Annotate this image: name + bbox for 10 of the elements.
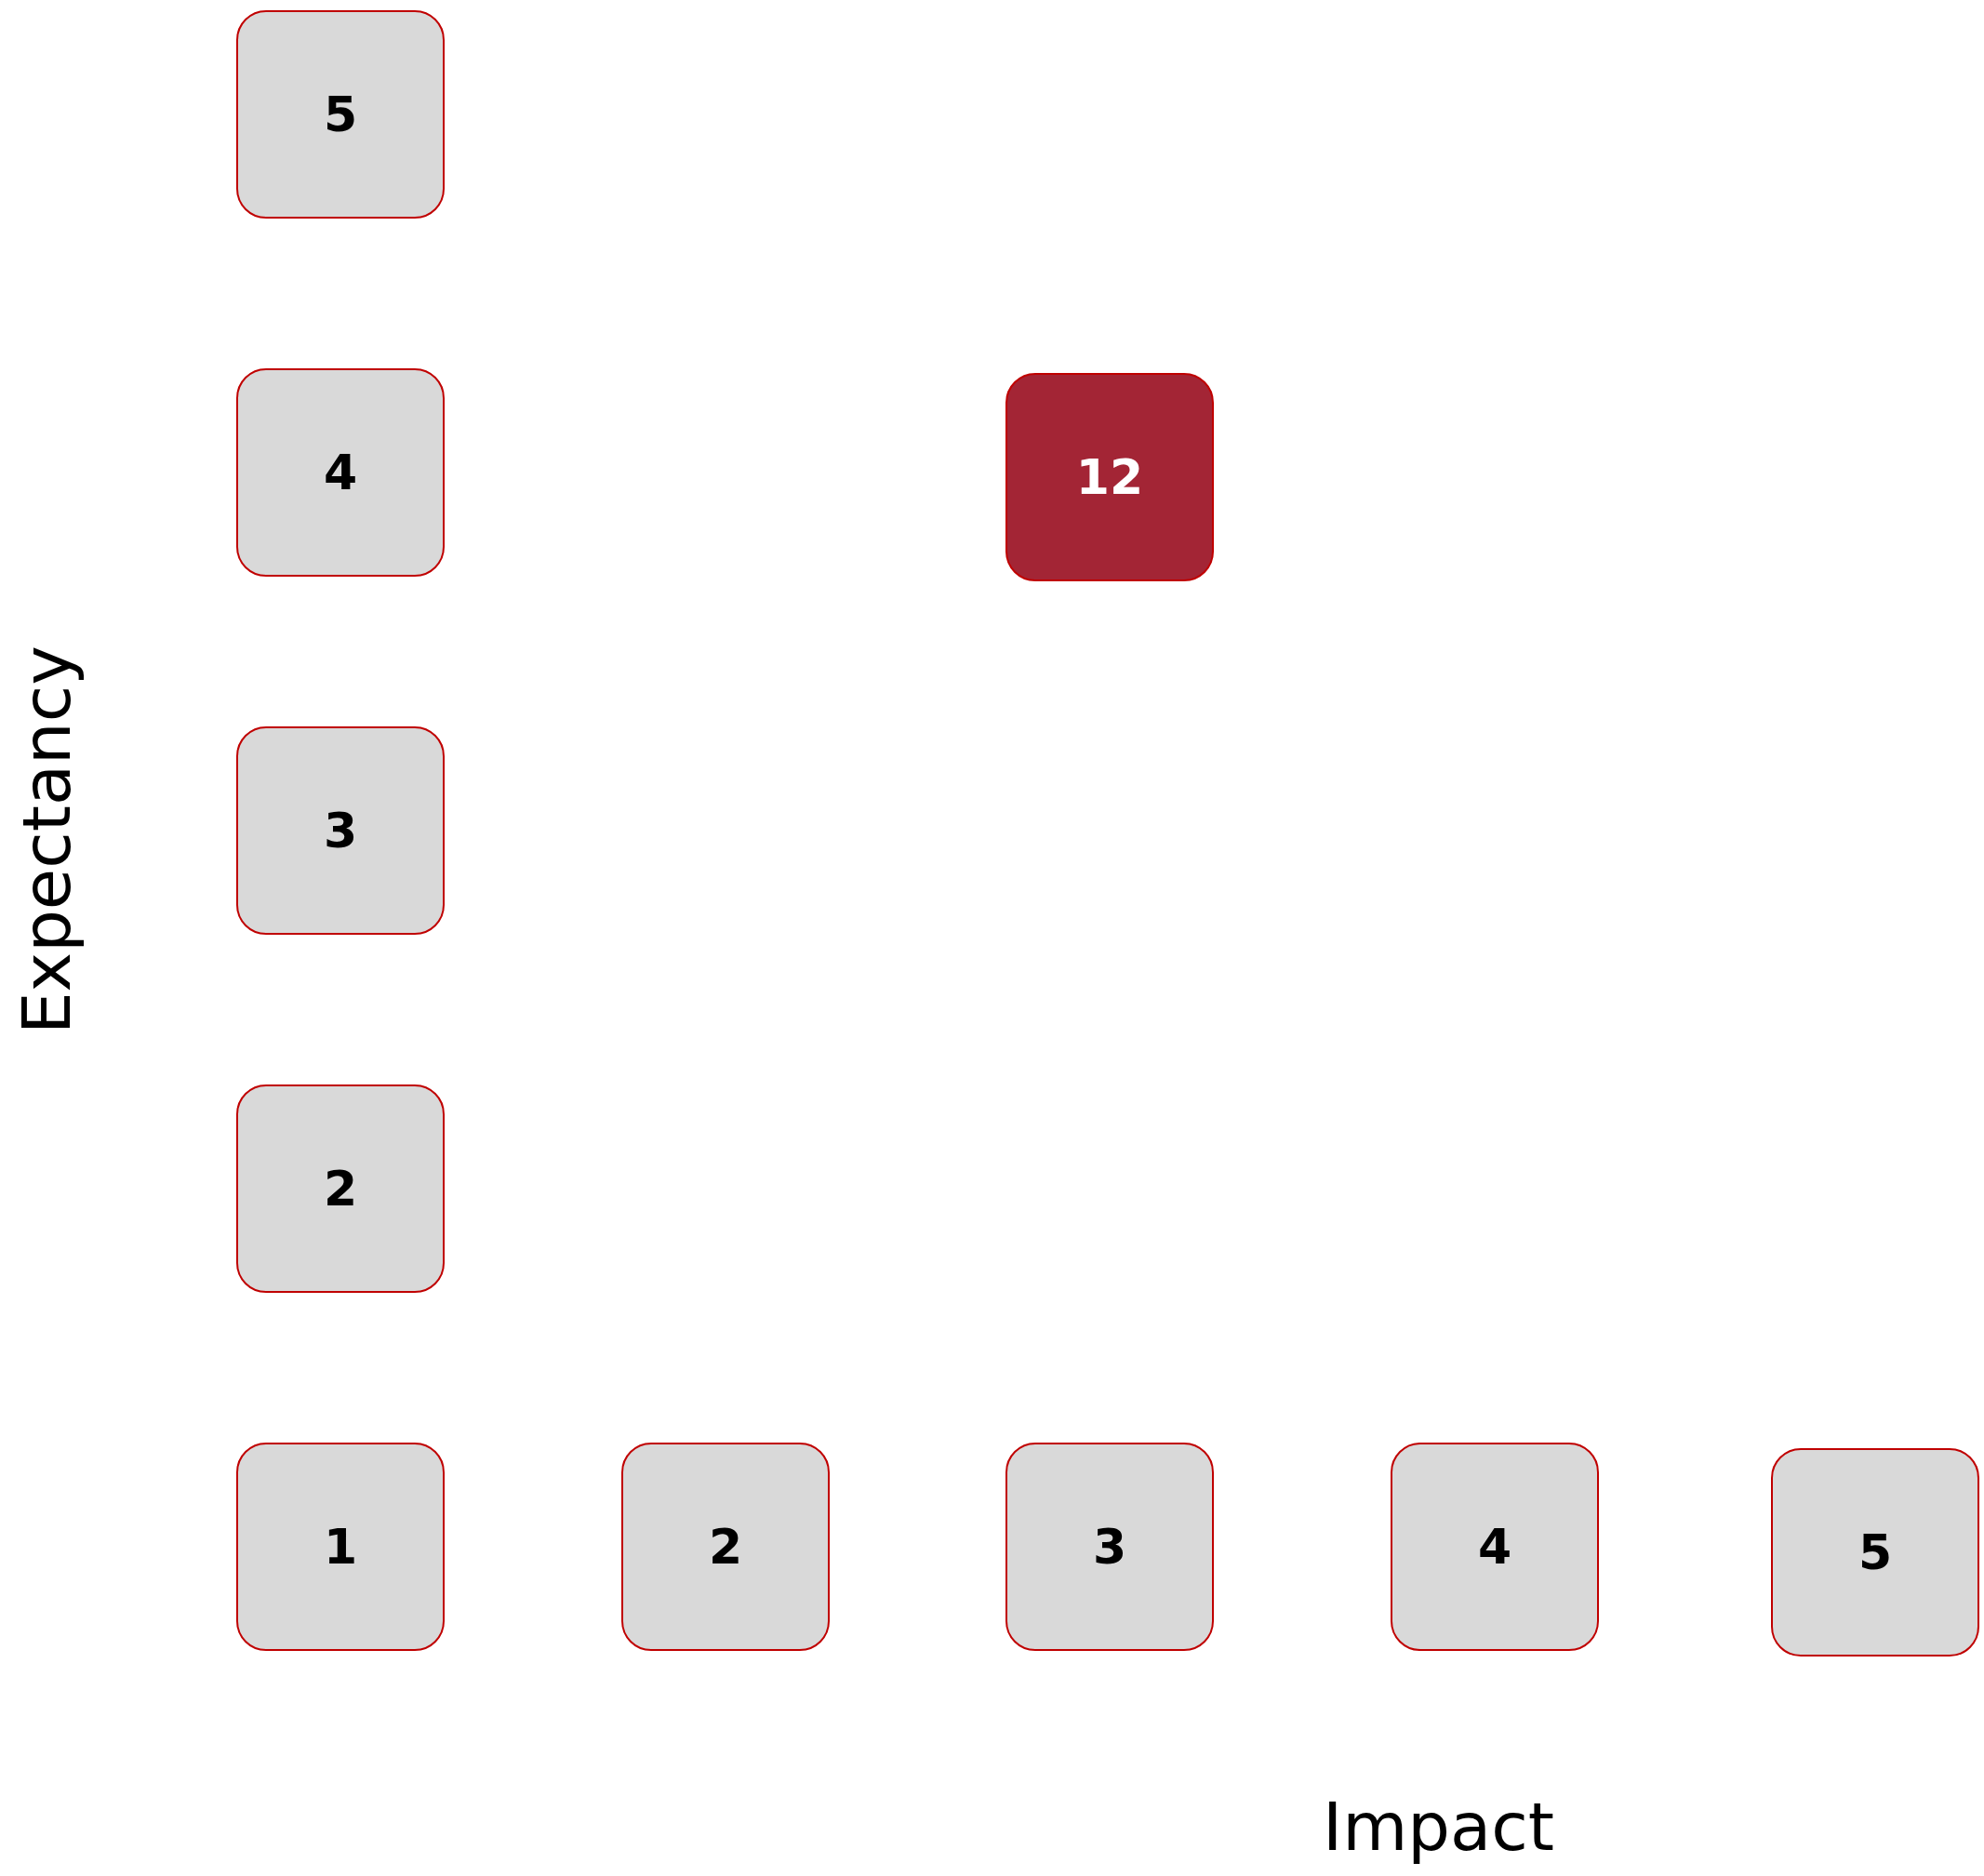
score-box: 1 [236, 1443, 445, 1651]
score-box: 2 [236, 1084, 445, 1293]
score-box: 4 [236, 368, 445, 577]
score-box: 5 [236, 10, 445, 219]
score-box: 4 [1391, 1443, 1599, 1651]
score-box: 5 [1771, 1448, 1979, 1656]
score-box: 12 [1005, 373, 1214, 581]
score-box: 3 [1005, 1443, 1214, 1651]
score-box: 3 [236, 726, 445, 935]
score-box: 2 [621, 1443, 830, 1651]
